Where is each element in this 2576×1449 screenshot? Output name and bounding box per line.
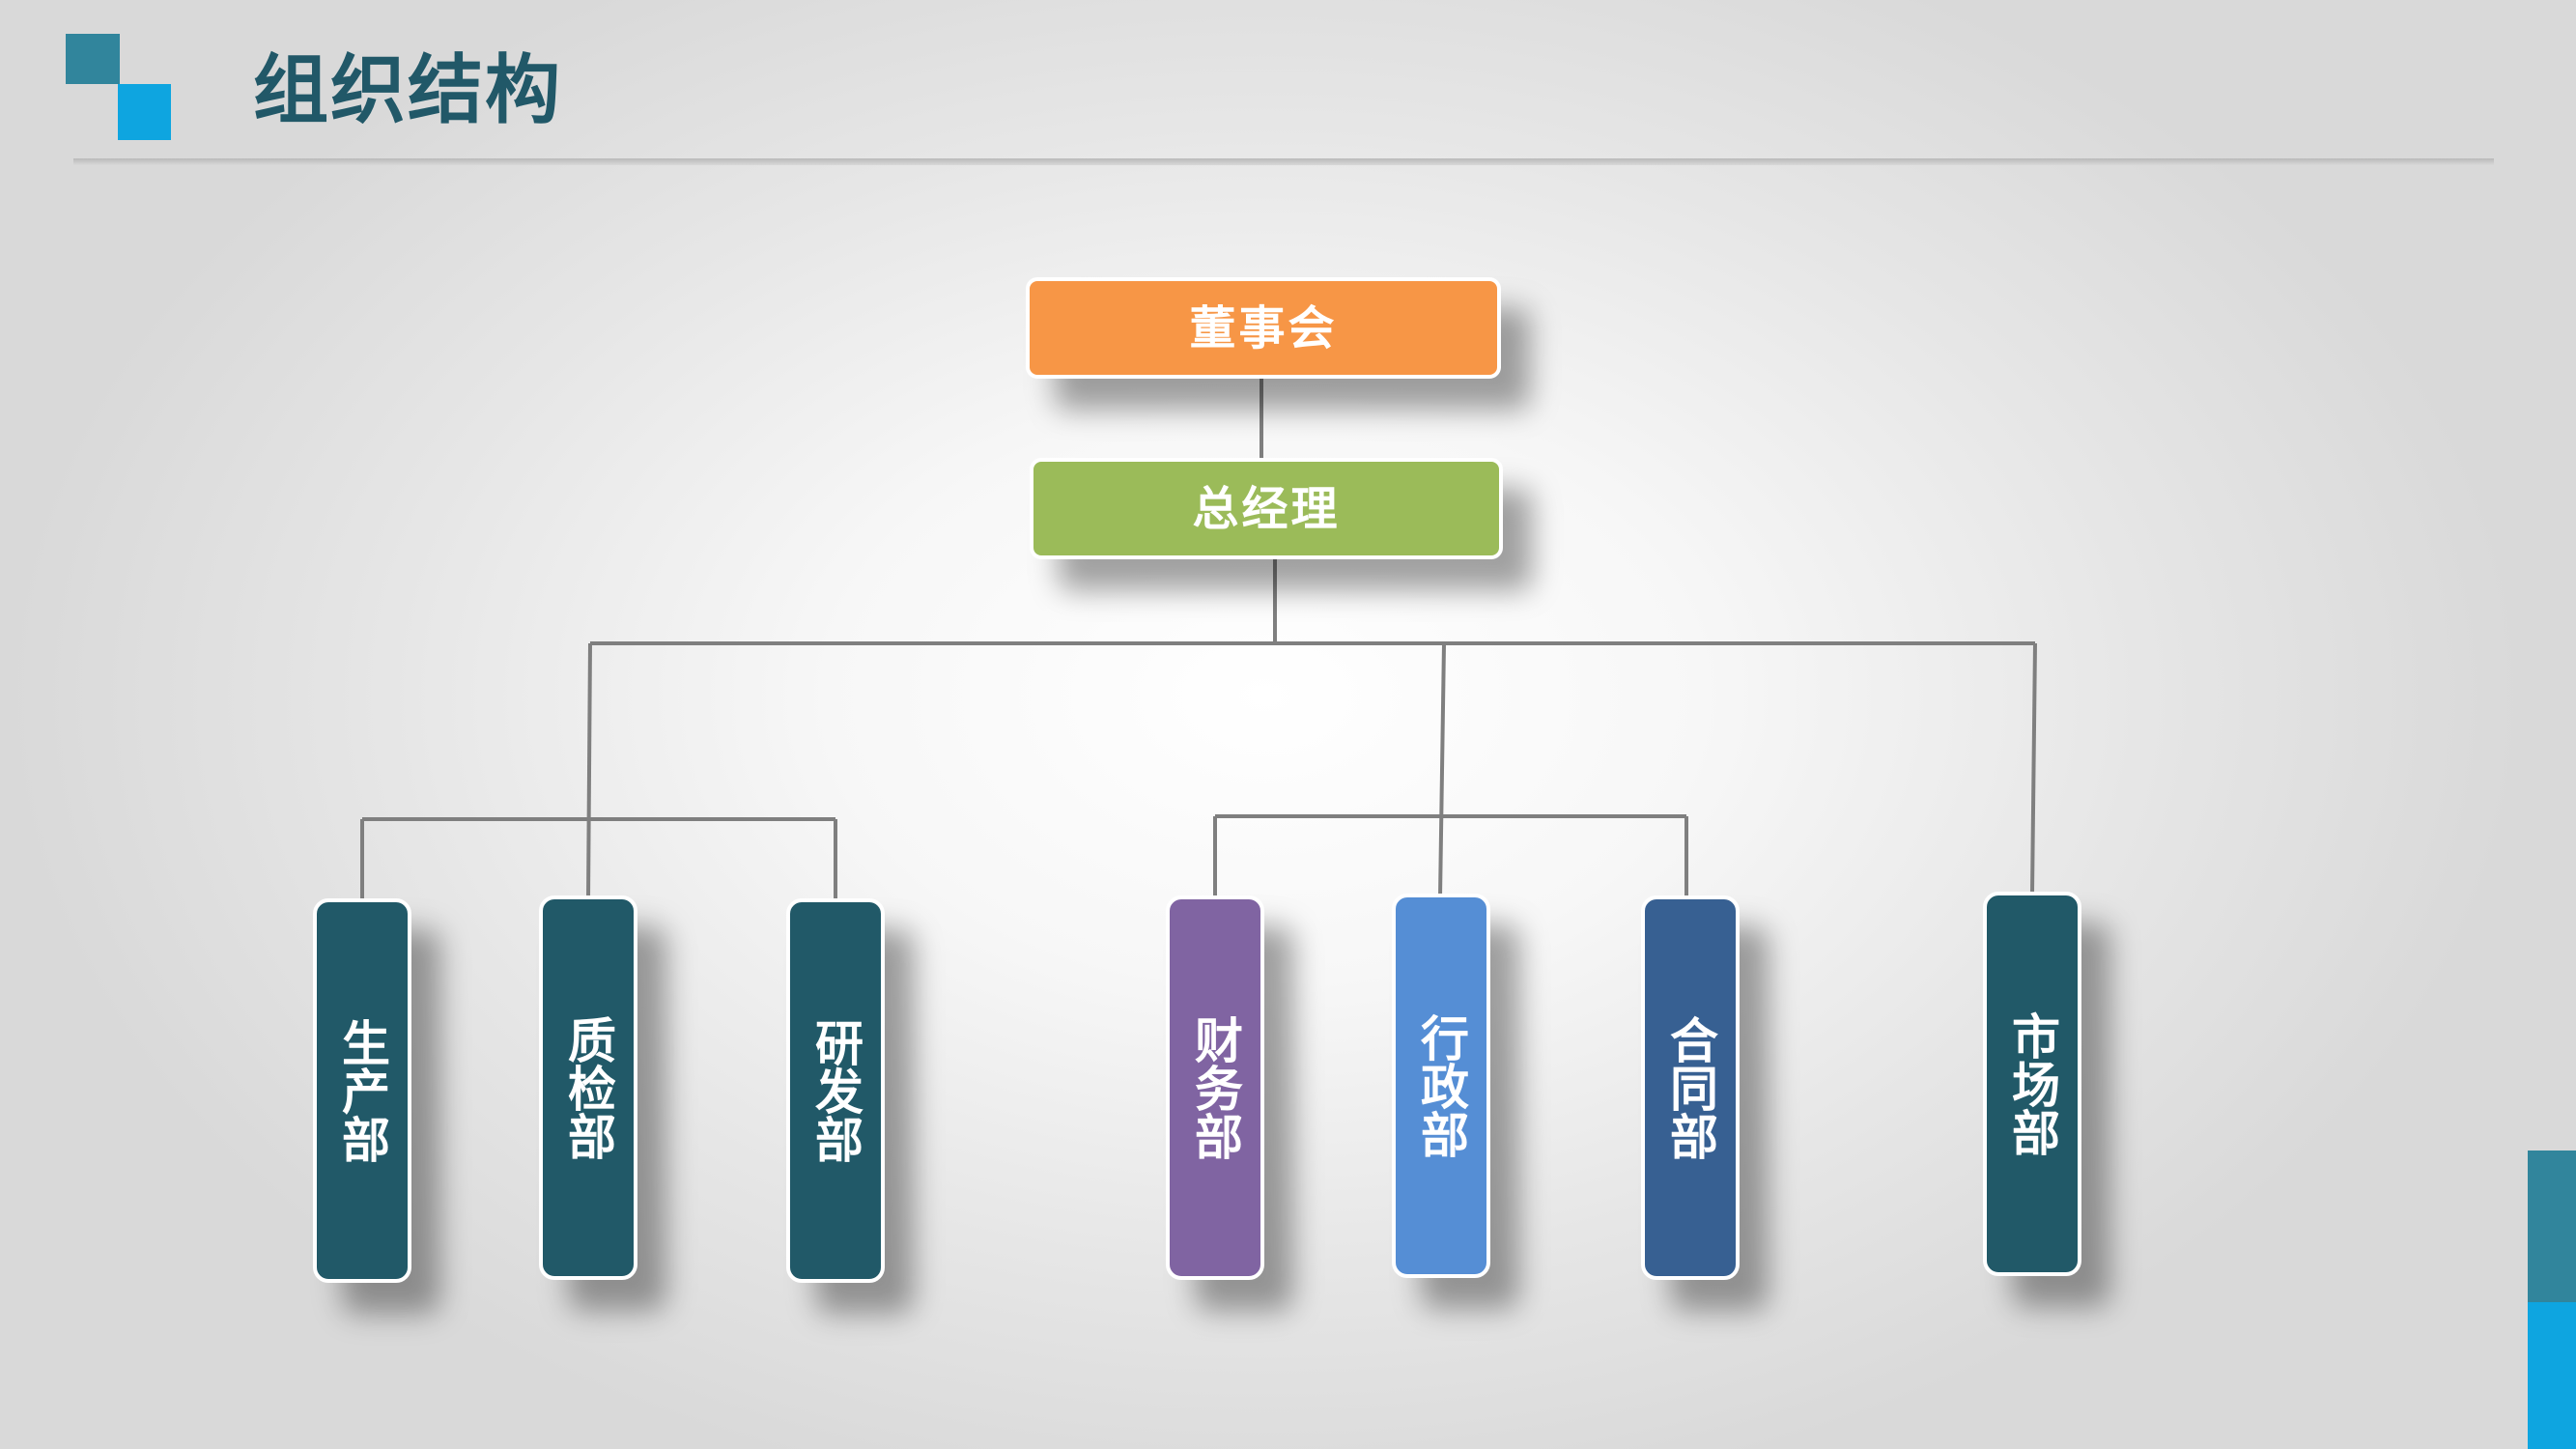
org-node-rnd: 研发部 [786,898,885,1283]
connector-drop-left-branch [586,642,592,900]
org-node-contract: 合同部 [1641,895,1740,1280]
corner-accent-teal [2528,1151,2576,1302]
corner-accent-blue [2528,1302,2576,1449]
connector-drop-middle-branch [1438,642,1446,898]
org-node-production: 生产部 [313,898,411,1283]
org-node-marketing: 市场部 [1983,892,2081,1276]
logo-square-teal [66,34,120,84]
logo-square-blue [118,84,171,140]
org-node-administration: 行政部 [1392,894,1490,1278]
org-node-quality: 质检部 [539,895,637,1280]
title-divider [73,158,2494,165]
org-node-general-manager: 总经理 [1030,458,1503,559]
org-node-board: 董事会 [1026,277,1501,379]
org-node-finance: 财务部 [1166,895,1264,1280]
connector-drop-marketing [2030,642,2037,895]
slide-title: 组织结构 [253,47,563,134]
